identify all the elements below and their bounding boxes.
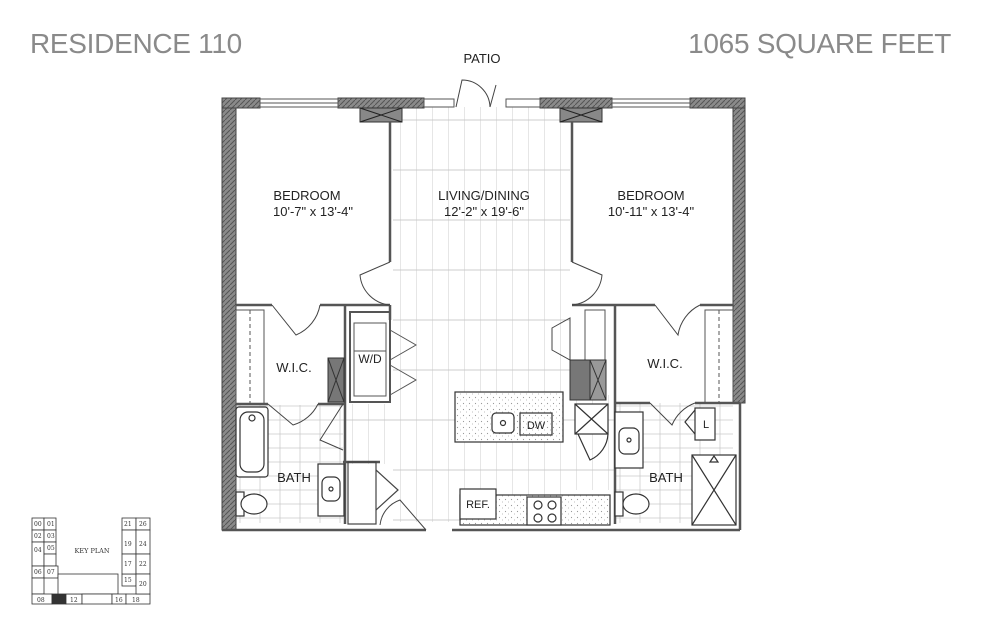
key-plan-unit-label: 24: [139, 541, 147, 548]
key-plan-unit-label: 03: [47, 533, 55, 540]
key-plan-unit-label: 21: [124, 521, 132, 528]
key-plan-unit-label: 19: [124, 541, 132, 548]
key-plan-title: KEY PLAN: [74, 547, 109, 555]
key-plan-unit-label: 20: [139, 581, 147, 588]
bedroom-left-name: BEDROOM: [273, 188, 340, 203]
closets: [235, 309, 734, 405]
wic-right-label: W.I.C.: [647, 356, 682, 371]
key-plan-unit-label: 22: [139, 561, 147, 568]
dishwasher-label: DW: [527, 420, 546, 432]
refrigerator-label: REF.: [466, 499, 490, 511]
key-plan-unit-label: 00: [34, 521, 42, 528]
key-plan-unit-label: 06: [34, 569, 42, 576]
bath-fixtures-right: [614, 407, 737, 526]
bedroom-right-name: BEDROOM: [617, 188, 684, 203]
key-plan-unit-label: 05: [47, 545, 55, 552]
key-plan-unit-label: 15: [124, 577, 132, 584]
key-plan-unit-numbers: 00 01 02 03 04 05 06 07 08 12 15 16 17 1…: [34, 521, 147, 604]
key-plan-unit-highlighted: [51, 593, 67, 605]
key-plan-unit-label: 26: [139, 521, 147, 528]
kitchen-island: [454, 391, 564, 443]
square-feet-label: 1065 SQUARE FEET: [688, 28, 951, 59]
key-plan-unit-label: 17: [124, 561, 132, 568]
key-plan-unit-label: 01: [47, 521, 55, 528]
key-plan-unit-label: 18: [132, 597, 140, 604]
hvac-boxes: [359, 107, 603, 123]
key-plan-unit-label: 07: [47, 569, 55, 576]
bath-left-label: BATH: [277, 470, 311, 485]
linen-label: L: [703, 419, 709, 431]
wic-left-label: W.I.C.: [276, 360, 311, 375]
bath-fixtures-left: [235, 406, 345, 517]
windows: [259, 98, 691, 108]
mech-boxes: [327, 357, 607, 403]
exterior-walls: [221, 97, 746, 531]
kitchen-counter: [459, 403, 611, 526]
bedroom-right-dims: 10'-11" x 13'-4": [608, 204, 695, 219]
key-plan-unit: [81, 593, 113, 605]
patio-label: PATIO: [463, 51, 500, 66]
key-plan-unit-label: 12: [70, 597, 78, 604]
key-plan-unit-label: 16: [115, 597, 123, 604]
washer-dryer-label: W/D: [358, 352, 382, 366]
key-plan-unit: [31, 577, 45, 595]
key-plan-unit: [31, 541, 45, 567]
linen-closet-left: [347, 461, 399, 525]
key-plan-unit-label: 08: [37, 597, 45, 604]
key-plan-unit: [43, 565, 59, 579]
doors: [267, 79, 701, 531]
residence-title: RESIDENCE 110: [30, 28, 242, 59]
living-dining-name: LIVING/DINING: [438, 188, 530, 203]
bath-right-label: BATH: [649, 470, 683, 485]
key-plan: [31, 517, 151, 605]
bedroom-left-dims: 10'-7" x 13'-4": [273, 204, 353, 219]
key-plan-unit-label: 04: [34, 547, 42, 554]
key-plan-unit: [135, 573, 151, 595]
living-floor: [343, 107, 615, 522]
key-plan-unit-label: 02: [34, 533, 42, 540]
living-dining-dims: 12'-2" x 19'-6": [444, 204, 524, 219]
key-plan-unit: [43, 553, 57, 567]
key-plan-unit: [57, 573, 119, 595]
